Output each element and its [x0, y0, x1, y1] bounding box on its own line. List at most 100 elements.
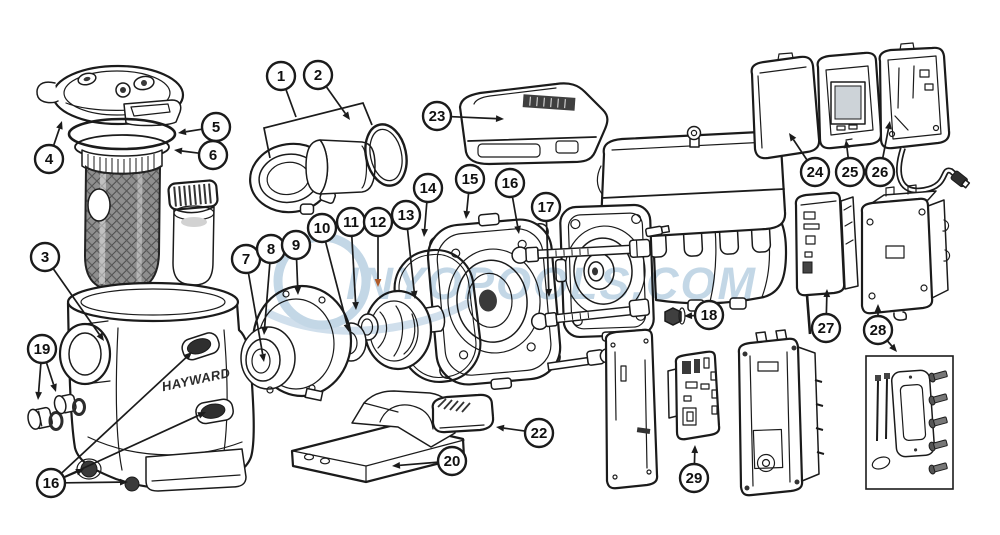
callout-number: 19 — [34, 341, 51, 358]
callout-number: 26 — [872, 164, 889, 181]
callout-26: 26 — [864, 121, 896, 188]
callout-circle — [390, 199, 422, 231]
callout-18: 18 — [684, 299, 725, 331]
callout-20: 20 — [392, 445, 468, 477]
callout-circle — [33, 143, 65, 175]
wall-mount-bracket — [878, 42, 951, 150]
drive-cover — [458, 82, 609, 166]
callout-12: 12 — [362, 206, 394, 287]
callout-number: 2 — [314, 67, 322, 84]
callout-circle — [362, 206, 394, 238]
callout-circle — [530, 191, 562, 223]
panel-cover — [750, 52, 821, 160]
callout-number: 1 — [277, 68, 285, 85]
callout-15: 15 — [454, 163, 486, 219]
callout-circle — [436, 445, 468, 477]
callout-circle — [678, 462, 710, 494]
callout-23: 23 — [421, 100, 504, 132]
callout-circle — [864, 156, 896, 188]
threaded-canister — [167, 179, 219, 286]
callout-number: 4 — [45, 151, 54, 168]
callout-9: 9 — [280, 229, 312, 295]
callout-1: 1 — [263, 60, 373, 159]
callout-number: 9 — [292, 237, 300, 254]
drain-plugs — [27, 393, 86, 431]
callout-number: 29 — [686, 470, 703, 487]
callout-22: 22 — [496, 417, 555, 449]
callout-circle — [454, 163, 486, 195]
callout-5: 5 — [178, 111, 232, 143]
callout-11: 11 — [335, 206, 367, 310]
cover-plate — [604, 328, 659, 490]
callout-circle — [412, 172, 444, 204]
union-fitting — [249, 123, 408, 215]
callout-number: 23 — [429, 108, 446, 125]
callout-circle — [265, 60, 297, 92]
callout-number: 15 — [462, 171, 479, 188]
callout-17: 17 — [530, 191, 562, 297]
watermark-swoosh-icon — [264, 298, 472, 335]
motor-assembly — [554, 125, 788, 342]
callout-27: 27 — [810, 289, 842, 344]
callout-16: 16 — [35, 352, 206, 499]
callout-number: 28 — [870, 322, 887, 339]
callout-14: 14 — [412, 172, 444, 237]
diffuser — [240, 284, 353, 402]
callout-circle — [693, 299, 725, 331]
callout-7: 7 — [230, 243, 266, 362]
callout-28: 28 — [862, 304, 897, 352]
callout-number: 16 — [43, 475, 60, 492]
callout-19: 19 — [26, 333, 58, 400]
control-enclosure — [737, 329, 825, 497]
callout-number: 6 — [209, 147, 217, 164]
watermark-text: INYOPOOLS.COM — [346, 258, 757, 309]
callout-circle — [302, 59, 334, 91]
mounting-bolts — [511, 238, 651, 371]
callout-number: 20 — [444, 453, 461, 470]
motor-flange — [554, 203, 655, 342]
callout-number: 25 — [842, 164, 859, 181]
callout-circle — [810, 312, 842, 344]
callout-number: 18 — [701, 307, 718, 324]
callout-circle — [523, 417, 555, 449]
callout-circle — [421, 100, 453, 132]
callout-number: 12 — [370, 214, 387, 231]
callout-24: 24 — [789, 133, 831, 188]
callout-2: 2 — [302, 59, 350, 120]
callout-number: 3 — [41, 249, 49, 266]
hardware-kit — [865, 355, 954, 490]
callout-29: 29 — [678, 445, 710, 494]
callout-number: 13 — [398, 207, 415, 224]
power-cable — [896, 147, 971, 194]
callout-circle — [834, 156, 866, 188]
strainer-lid — [36, 64, 185, 127]
callout-circle — [26, 333, 58, 365]
callout-circle — [280, 229, 312, 261]
callout-6: 6 — [174, 139, 229, 171]
callout-3: 3 — [29, 241, 104, 341]
callout-number: 7 — [242, 251, 250, 268]
callout-number: 24 — [807, 164, 824, 181]
callout-circle — [197, 139, 229, 171]
callout-number: 16 — [502, 175, 519, 192]
callout-circle — [306, 212, 338, 244]
callout-number: 11 — [343, 214, 359, 231]
pump-housing: HAYWARD — [58, 281, 255, 492]
callout-16: 16 — [494, 167, 526, 234]
pump-base — [290, 390, 466, 484]
control-module — [794, 191, 859, 335]
junction-box — [860, 184, 951, 321]
clamp-knob-lower — [195, 398, 234, 425]
callout-13: 13 — [390, 199, 422, 299]
callout-25: 25 — [834, 140, 866, 188]
callout-10: 10 — [306, 212, 351, 332]
callout-number: 27 — [818, 320, 835, 337]
rubber-foot — [431, 393, 495, 434]
keypad-display — [816, 51, 883, 150]
callout-4: 4 — [33, 121, 65, 175]
pipe-plug — [664, 307, 686, 326]
callout-circle — [799, 156, 831, 188]
callout-number: 5 — [212, 119, 220, 136]
